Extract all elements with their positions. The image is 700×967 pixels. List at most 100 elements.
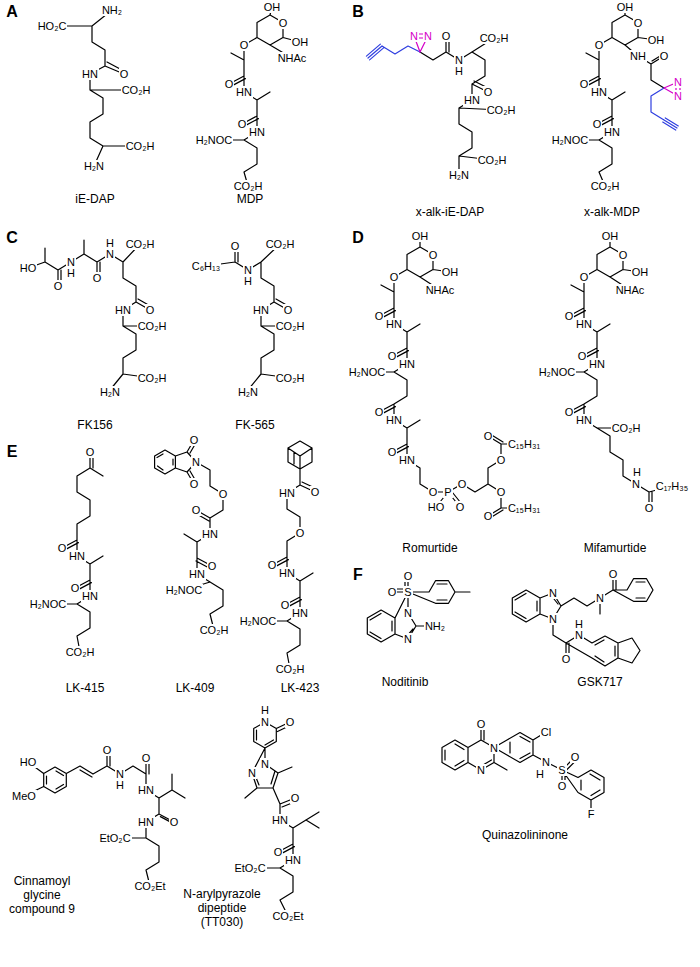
atom-label: OH	[601, 230, 620, 242]
atom-label: CO₂Et	[133, 880, 166, 892]
atom-label: OH	[441, 266, 460, 278]
atom-label: S	[557, 764, 566, 776]
atom-label: HN	[201, 528, 219, 540]
atom-label: HO	[19, 756, 38, 768]
atom-label: HN	[385, 414, 403, 426]
atom-label: N	[105, 248, 115, 260]
compound-name: FK-565	[233, 418, 276, 432]
panel-letter: F	[352, 566, 364, 584]
atom-label: O	[230, 240, 241, 252]
atom-label: O	[441, 30, 452, 42]
atom-label: OH	[647, 34, 666, 46]
bond-lines	[512, 574, 653, 666]
atom-label: O	[594, 39, 605, 51]
atom-label: O	[207, 560, 218, 572]
bond-lines	[367, 236, 524, 518]
atom-label: O	[310, 486, 321, 498]
atom-label: O	[577, 350, 588, 362]
alkyne-tag	[366, 44, 420, 60]
atom-label: O	[285, 716, 296, 728]
atom-label: H	[260, 704, 270, 716]
atom-label: O	[70, 582, 81, 594]
atom-label: H₂NOC	[551, 134, 590, 146]
compound-name: Mifamurtide	[582, 541, 649, 555]
atom-label: O	[428, 249, 439, 261]
atom-label: O	[564, 406, 575, 418]
atom-label: O	[280, 599, 291, 611]
atom-label: NH₂	[101, 4, 123, 16]
atom-label: O	[239, 39, 250, 51]
atom-label: CO₂H	[611, 422, 642, 434]
bond-lines	[258, 441, 317, 669]
atom-label: HN	[248, 126, 266, 138]
compound-name: LK-423	[279, 681, 322, 695]
atom-label: H	[535, 768, 545, 780]
atom-label: OH	[616, 1, 635, 13]
atom-label: H₂N	[99, 386, 121, 398]
atom-label: HN	[114, 304, 132, 316]
atom-label: C₁₅H₃₁	[507, 502, 541, 514]
atom-label: HN	[385, 318, 403, 330]
atom-label: HN	[398, 454, 416, 466]
atom-label: O	[389, 271, 400, 283]
atom-label: HN	[463, 94, 481, 106]
atom-label: N	[574, 629, 584, 641]
compound-name: x-alk-MDP	[582, 205, 642, 219]
atom-label: O	[102, 744, 113, 756]
atom-label: N	[489, 742, 499, 754]
panel-letter: A	[5, 3, 19, 21]
atom-label: O	[570, 751, 581, 763]
atom-label: HN	[252, 304, 270, 316]
atom-label: HN	[575, 318, 593, 330]
atom-label: H	[454, 65, 464, 77]
atom-label: O	[483, 430, 494, 442]
atom-label: C₁₇H₃₅	[655, 480, 689, 492]
bond-lines	[442, 724, 604, 814]
atom-label: H₂NOC	[538, 366, 577, 378]
atom-label: CO₂H	[275, 320, 306, 332]
atom-label: HN	[188, 568, 206, 580]
panel-letter: E	[6, 443, 19, 461]
atom-label: OH	[411, 230, 430, 242]
atom-label: O	[224, 78, 235, 90]
bond-lines	[28, 240, 152, 390]
atom-label: N	[548, 587, 558, 599]
compound-name: Romurtide	[400, 541, 459, 555]
atom-label: O	[273, 846, 284, 858]
atom-label: O	[218, 488, 229, 500]
atom-label: N	[476, 764, 486, 776]
atom-label: O	[496, 486, 507, 498]
atom-label: O	[53, 280, 64, 292]
atom-label: O	[85, 446, 96, 458]
atom-label: OH	[291, 36, 310, 48]
atom-label: CO₂H	[479, 32, 510, 44]
atom-label: N	[247, 767, 257, 779]
atom-label: O	[496, 454, 507, 466]
atom-label: H	[66, 267, 76, 279]
atom-label: MeO	[11, 790, 37, 802]
atom-label: H	[115, 779, 125, 791]
atom-label: CO₂H	[121, 84, 152, 96]
atom-label: N	[260, 758, 270, 770]
atom-label: S	[403, 586, 412, 598]
atom-label: H₂NOC	[165, 584, 204, 596]
atom-label: O	[283, 304, 294, 316]
atom-label: O	[659, 50, 670, 62]
atom-label: CO₂H	[590, 180, 621, 192]
compound-name: N-arylpyrazole dipeptide (TT030)	[174, 887, 270, 929]
atom-label: O	[618, 249, 629, 261]
atom-label: CO₂H	[275, 663, 306, 675]
atom-label: Cl	[540, 726, 552, 738]
atom-label: O	[237, 118, 248, 130]
atom-label: HN	[603, 126, 621, 138]
atom-label: O	[387, 350, 398, 362]
atom-label: NHAc	[615, 284, 646, 296]
compound-name: MDP	[235, 192, 266, 206]
atom-label: H₂NOC	[29, 598, 68, 610]
compound-name: Quinazolininone	[480, 828, 570, 842]
atom-label: O	[290, 792, 301, 804]
compound-name: Noditinib	[380, 675, 431, 689]
atom-label: O	[374, 310, 385, 322]
atom-label: H₂N	[237, 386, 259, 398]
atom-label: F	[587, 808, 596, 820]
